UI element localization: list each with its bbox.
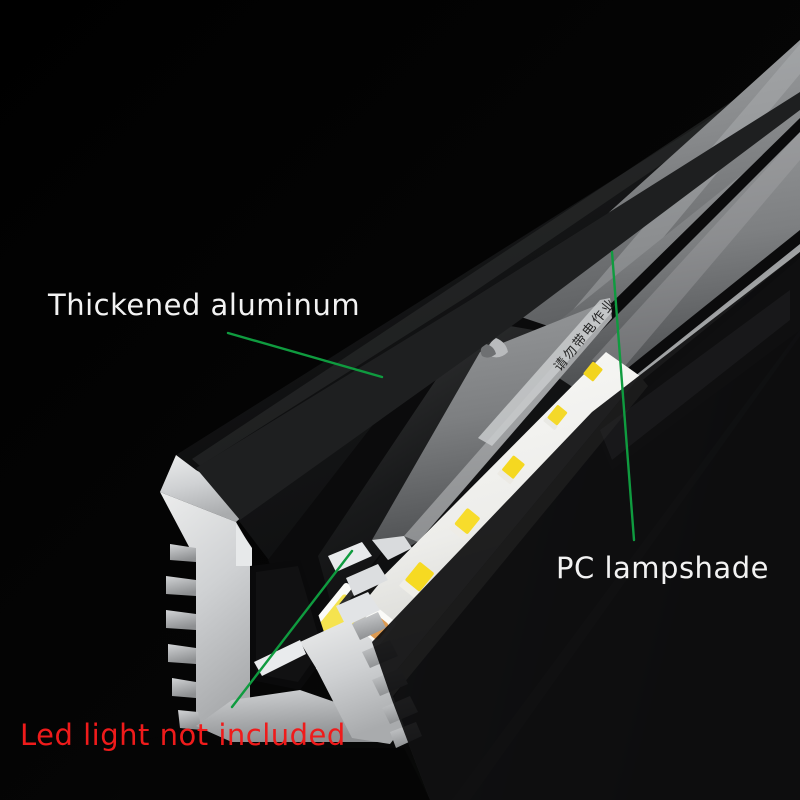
strip-retaining-rail: [254, 640, 306, 676]
diffuser-seam-upper: [584, 118, 800, 336]
diffuser-cover-lip: [478, 298, 612, 446]
label-pc-lampshade: PC lampshade: [556, 551, 769, 585]
label-thickened-aluminum: Thickened aluminum: [48, 288, 361, 322]
profile-shadow: [120, 730, 430, 800]
diffuser-seam-lower: [588, 230, 800, 412]
profile-lower-front-face: [372, 252, 800, 800]
left-wing-fins: [166, 544, 202, 730]
leader-lines: [226, 250, 636, 709]
leader-led-not-included: [230, 549, 354, 709]
leader-pc-lampshade: [610, 250, 636, 542]
aluminum-top-flange-face: [196, 92, 800, 520]
label-led-light-not-included: Led light not included: [20, 718, 346, 752]
leader-thickened-aluminum: [226, 331, 384, 379]
pc-diffuser-tongue-end: [372, 536, 412, 560]
